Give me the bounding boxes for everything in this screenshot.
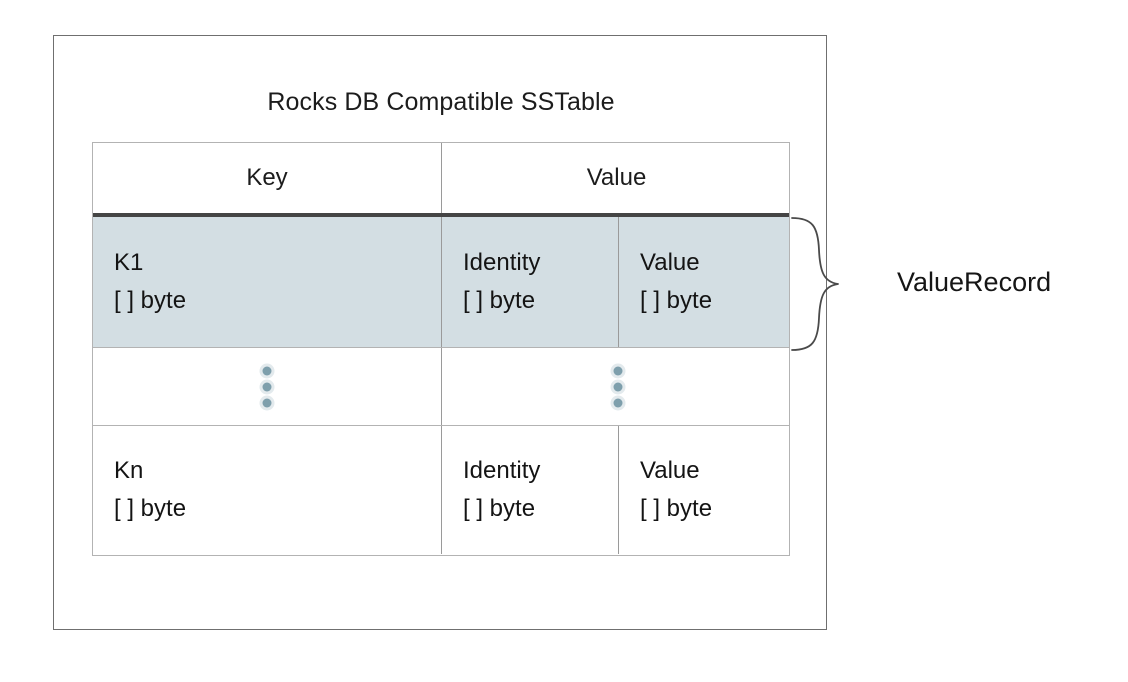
cell-identity-line1: Identity [463, 249, 541, 276]
cell-key-line2: [ ] byte [114, 287, 187, 314]
header-label-value: Value [586, 164, 647, 191]
cell-identity: Identity [ ] byte [441, 426, 618, 554]
cell-key-text: K1 [ ] byte [114, 244, 186, 320]
curly-brace-icon [790, 210, 850, 358]
vertical-ellipsis-icon [613, 366, 623, 407]
ellipsis-dot [262, 366, 272, 375]
sstable-table: Key Value K1 [ ] byte Identity [ ] byte … [92, 142, 790, 556]
ellipsis-dot [613, 382, 623, 391]
cell-identity: Identity [ ] byte [441, 217, 618, 347]
ellipsis-dot [262, 398, 272, 407]
annotation-label-valuerecord: ValueRecord [897, 267, 1052, 297]
table-row-ellipsis [93, 348, 789, 426]
cell-key-line1: Kn [114, 457, 144, 484]
cell-value-text: Value [ ] byte [640, 244, 712, 320]
cell-value: Value [ ] byte [618, 426, 791, 554]
cell-key-line2: [ ] byte [114, 495, 187, 522]
cell-value-line1: Value [640, 457, 700, 484]
cell-value-line2: [ ] byte [640, 495, 713, 522]
table-row[interactable]: K1 [ ] byte Identity [ ] byte Value [ ] … [93, 217, 789, 348]
cell-identity-text: Identity [ ] byte [463, 244, 540, 320]
cell-value: Value [ ] byte [618, 217, 791, 347]
vertical-ellipsis-icon [262, 366, 272, 407]
header-cell-value: Value [441, 143, 791, 213]
page-title: Rocks DB Compatible SSTable [267, 88, 615, 116]
cell-value-line1: Value [640, 249, 700, 276]
cell-identity-line1: Identity [463, 457, 541, 484]
cell-key: K1 [ ] byte [93, 217, 441, 347]
cell-value-ellipsis [441, 348, 791, 425]
cell-key-text: Kn [ ] byte [114, 452, 186, 528]
cell-value-line2: [ ] byte [640, 287, 713, 314]
header-cell-key: Key [93, 143, 441, 213]
ellipsis-dot [613, 366, 623, 375]
cell-identity-text: Identity [ ] byte [463, 452, 540, 528]
cell-key-line1: K1 [114, 249, 144, 276]
cell-key: Kn [ ] byte [93, 426, 441, 554]
table-header-row: Key Value [93, 143, 789, 217]
ellipsis-dot [262, 382, 272, 391]
table-row[interactable]: Kn [ ] byte Identity [ ] byte Value [ ] … [93, 426, 789, 554]
ellipsis-dot [613, 398, 623, 407]
header-label-key: Key [246, 164, 288, 191]
cell-identity-line2: [ ] byte [463, 287, 536, 314]
cell-identity-line2: [ ] byte [463, 495, 536, 522]
cell-value-text: Value [ ] byte [640, 452, 712, 528]
